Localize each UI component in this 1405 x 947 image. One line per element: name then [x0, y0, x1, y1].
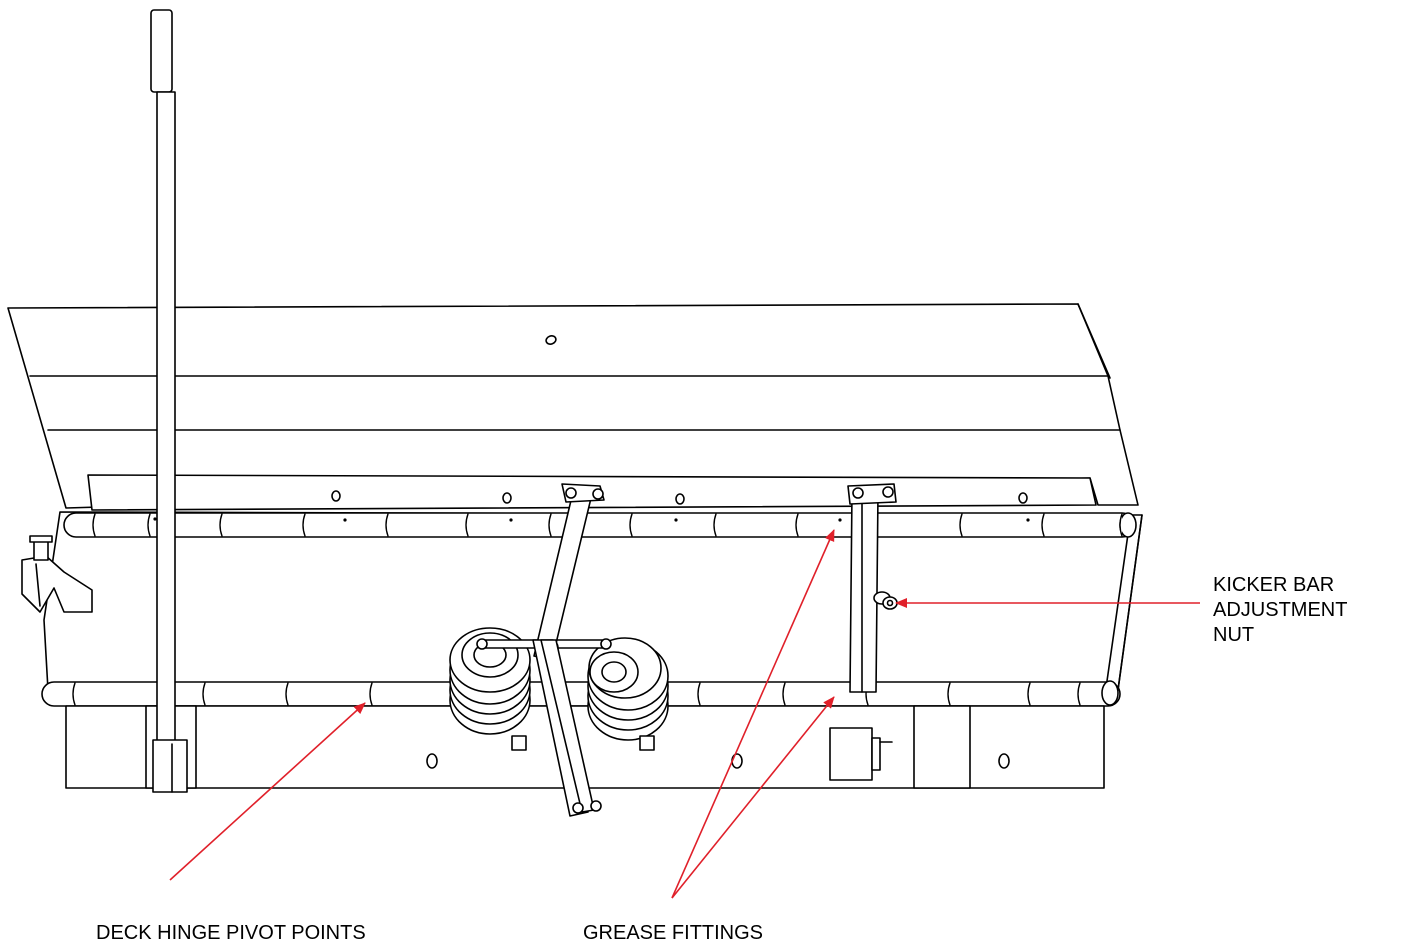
lip-bolt-hole [545, 335, 557, 345]
kicker-bar [847, 483, 897, 693]
kicker-bar-label-line3: NUT [1213, 624, 1255, 646]
deck-hinge-arrow [169, 702, 366, 881]
upper-hinge-tube [63, 512, 1137, 538]
lip-plate [7, 303, 1139, 509]
lower-hinge-tube [41, 680, 1121, 707]
kicker-bar-label-line1: KICKER BAR [1213, 574, 1335, 596]
grease-fittings-label: GREASE FITTINGS [583, 922, 764, 944]
side-bracket [21, 535, 93, 613]
spring-right [587, 637, 669, 751]
handle-pole [150, 9, 188, 793]
left-linkage-arm [532, 483, 605, 817]
callout-arrows [169, 529, 1200, 899]
grease-fitting-arrow-upper [671, 529, 835, 899]
kicker-bar-label-line2: ADJUSTMENT [1213, 599, 1348, 621]
control-box [829, 727, 873, 781]
kicker-bar-adjustment-nut [873, 591, 898, 610]
grease-fitting-arrow-lower [671, 696, 835, 899]
deck-hinge-label: DECK HINGE PIVOT POINTS [96, 922, 366, 944]
grease-fitting-dots [153, 517, 1030, 522]
kicker-bar-label: KICKER BAR ADJUSTMENT NUT [1213, 573, 1347, 648]
spring-left [449, 627, 531, 751]
